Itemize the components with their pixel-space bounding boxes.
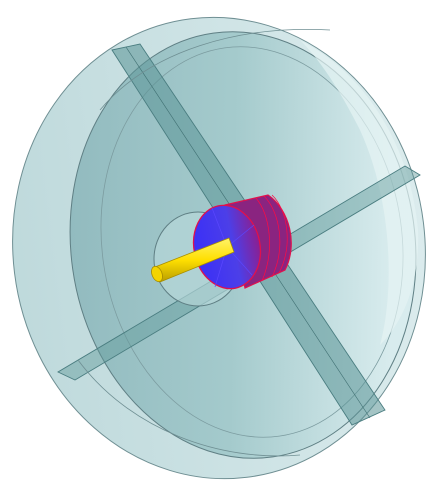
magnet-segment-lines — [255, 194, 288, 282]
shaft-end-cap — [151, 265, 163, 283]
disk-highlight — [300, 40, 419, 345]
disk-upper-edge — [99, 29, 331, 111]
disk-lower-edge — [77, 359, 301, 457]
